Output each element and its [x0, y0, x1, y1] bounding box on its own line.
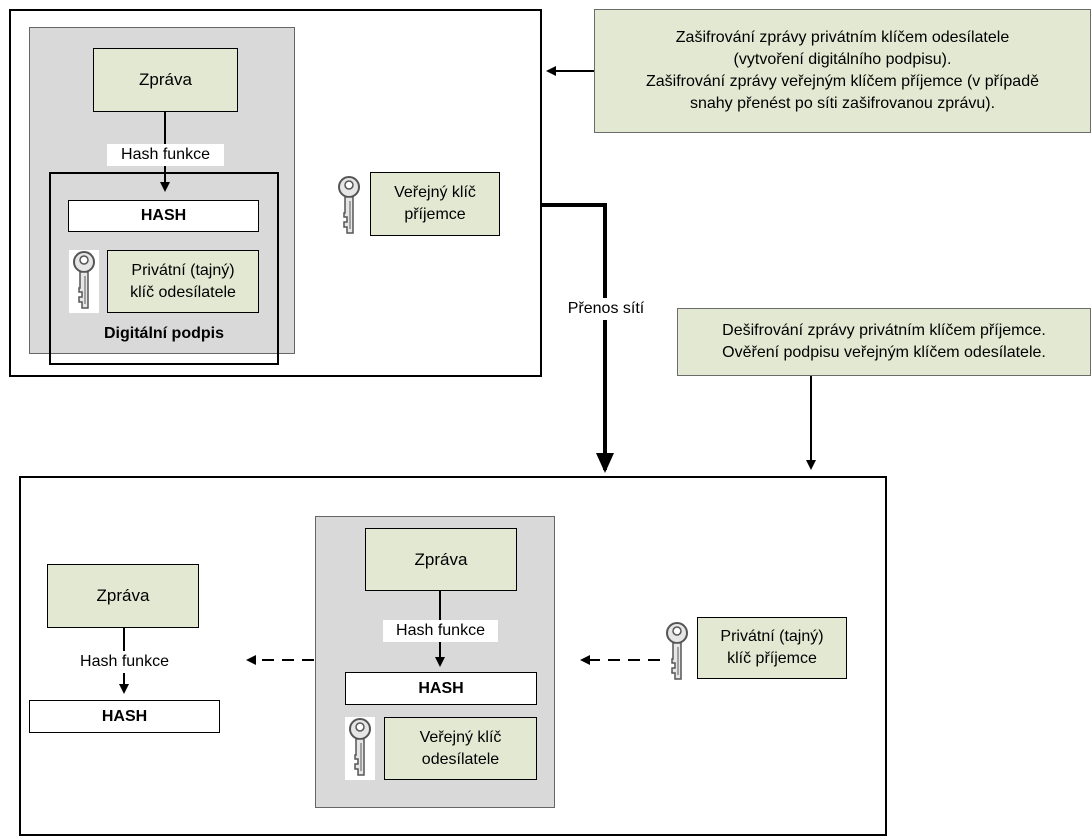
sender-signature-frame [49, 172, 279, 365]
sender-public-key-line1: Veřejný klíč [419, 728, 502, 746]
encrypt-note-line1: Zašifrování zprávy privátním klíčem odes… [675, 29, 1010, 46]
sender-private-key-line2: klíč odesílatele [130, 283, 236, 301]
network-transfer-arrowhead [596, 453, 614, 473]
decrypt-note-line1: Dešifrování zprávy privátním klíčem příj… [722, 322, 1046, 339]
receiver-hash-box: HASH [345, 672, 537, 705]
key-icon [666, 622, 688, 680]
receiver-private-key-line2: klíč příjemce [727, 650, 817, 667]
sender-hash-function-label: Hash funkce [107, 144, 224, 166]
sender-private-key-box: Privátní (tajný) klíč odesílatele [107, 250, 259, 313]
receiver-message-box: Zpráva [365, 528, 517, 591]
encrypt-note: Zašifrování zprávy privátním klíčem odes… [594, 9, 1091, 133]
computed-hash-function-label: Hash funkce [67, 651, 182, 673]
sender-public-key-box: Veřejný klíč odesílatele [384, 717, 537, 780]
key-icon [338, 176, 360, 234]
computed-message-box: Zpráva [47, 564, 199, 628]
decrypt-note: Dešifrování zprávy privátním klíčem příj… [677, 308, 1091, 376]
sender-public-key-icon-wrap [345, 717, 375, 780]
key-icon [349, 718, 371, 776]
computed-message-label: Zpráva [96, 586, 150, 605]
sender-private-key-icon-wrap [69, 250, 99, 313]
sender-message-box: Zpráva [93, 48, 238, 112]
decrypt-note-line2: Ověření podpisu veřejným klíčem odesílat… [722, 344, 1046, 361]
recipient-public-key-box: Veřejný klíč příjemce [370, 172, 500, 236]
receiver-private-key-box: Privátní (tajný) klíč příjemce [697, 617, 847, 679]
sender-private-key-line1: Privátní (tajný) [131, 261, 235, 279]
receiver-private-key-icon-wrap [662, 621, 692, 684]
receiver-message-label: Zpráva [414, 549, 468, 569]
network-transfer-line [541, 203, 607, 470]
computed-hash-label: HASH [101, 707, 148, 725]
sender-hash-label: HASH [140, 207, 187, 224]
receiver-private-key-line1: Privátní (tajný) [720, 628, 824, 645]
receiver-hash-function-label: Hash funkce [383, 620, 498, 642]
digital-signature-label: Digitální podpis [104, 325, 224, 342]
computed-hash-box: HASH [29, 700, 220, 733]
key-icon [73, 251, 95, 309]
sender-message-label: Zpráva [139, 70, 192, 89]
recipient-public-key-icon-wrap [334, 175, 364, 238]
receiver-hash-label: HASH [418, 679, 464, 697]
sender-hash-box: HASH [68, 200, 259, 232]
encrypt-note-line2: (vytvoření digitálního podpisu). [733, 51, 952, 68]
encrypt-note-line4: snahy přenést po síti zašifrovanou zpráv… [689, 95, 996, 112]
encrypt-note-line3: Zašifrování zprávy veřejným klíčem příje… [645, 73, 1039, 90]
recipient-public-key-line2: příjemce [404, 206, 466, 223]
network-transfer-label: Přenos sítí [558, 298, 654, 320]
sender-public-key-line2: odesílatele [421, 750, 500, 768]
recipient-public-key-line1: Veřejný klíč [394, 184, 476, 201]
